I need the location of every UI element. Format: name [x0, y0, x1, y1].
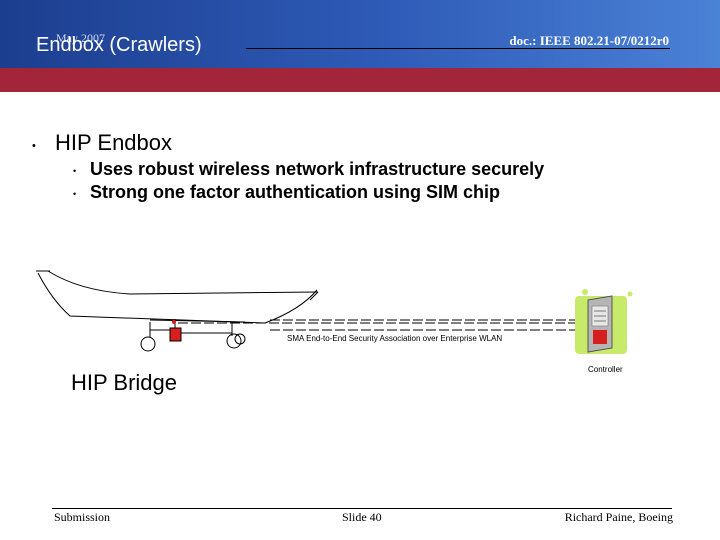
- controller-server-icon: [575, 289, 633, 354]
- security-association-label: SMA End-to-End Security Association over…: [287, 334, 502, 343]
- footer-submission: Submission: [54, 510, 110, 525]
- hip-bridge-label: HIP Bridge: [71, 370, 177, 396]
- slide-number: Slide 40: [342, 510, 382, 525]
- hip-bridge-sim-icon: [150, 319, 232, 341]
- footer-author: Richard Paine, Boeing: [565, 510, 673, 525]
- footer-rule: [52, 508, 672, 509]
- controller-label: Controller: [588, 365, 623, 374]
